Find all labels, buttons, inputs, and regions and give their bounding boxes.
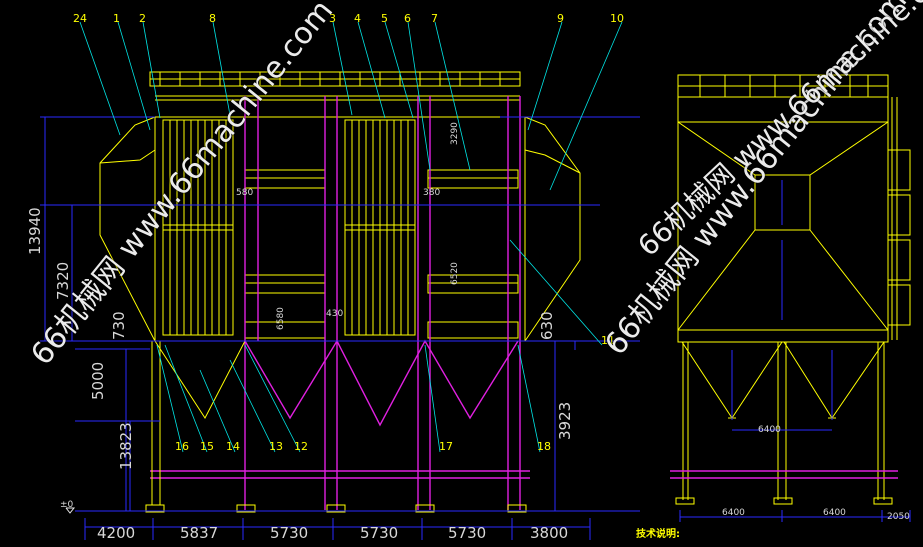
dim-6580: 6580 [276, 307, 286, 330]
dim-5730-b: 5730 [360, 524, 398, 542]
dim-3290: 3290 [450, 122, 460, 145]
dim-630: 630 [538, 311, 556, 340]
part-label-4: 4 [354, 12, 361, 25]
dim-3923: 3923 [556, 402, 574, 440]
dim-6520: 6520 [450, 262, 460, 285]
part-label-15: 15 [200, 440, 214, 453]
dim-13940: 13940 [26, 207, 44, 255]
dim-580: 580 [236, 188, 253, 198]
front-view: 24 1 2 8 3 4 5 6 7 9 10 11 16 15 14 13 1… [26, 12, 640, 542]
ground-level-mark: ±0 [60, 500, 74, 510]
technical-notes-title: 技术说明: [636, 527, 680, 540]
dim-5730-a: 5730 [270, 524, 308, 542]
part-label-6: 6 [404, 12, 411, 25]
dim-side-6400-a: 6400 [722, 508, 745, 518]
dim-side-6400-hopper: 6400 [758, 425, 781, 435]
part-label-5: 5 [381, 12, 388, 25]
part-label-18: 18 [537, 440, 551, 453]
part-label-8: 8 [209, 12, 216, 25]
part-label-2: 2 [139, 12, 146, 25]
dim-7320: 7320 [54, 262, 72, 300]
part-label-11: 11 [601, 334, 615, 347]
part-label-24: 24 [73, 12, 87, 25]
part-label-7: 7 [431, 12, 438, 25]
dim-380: 380 [423, 188, 440, 198]
part-label-17: 17 [439, 440, 453, 453]
dim-13823: 13823 [117, 422, 135, 470]
part-label-10: 10 [610, 12, 624, 25]
part-label-1: 1 [113, 12, 120, 25]
dim-3800: 3800 [530, 524, 568, 542]
dim-5730-c: 5730 [448, 524, 486, 542]
dim-side-2050: 2050 [887, 512, 910, 522]
part-label-3: 3 [329, 12, 336, 25]
dim-430: 430 [326, 309, 343, 319]
part-label-14: 14 [226, 440, 240, 453]
dim-730: 730 [110, 311, 128, 340]
part-label-9: 9 [557, 12, 564, 25]
dim-5000: 5000 [89, 362, 107, 400]
part-label-12: 12 [294, 440, 308, 453]
dim-4200: 4200 [97, 524, 135, 542]
dim-5837: 5837 [180, 524, 218, 542]
side-view: 6400 6400 6400 2050 [670, 74, 911, 522]
dim-side-6400-b: 6400 [823, 508, 846, 518]
part-label-13: 13 [269, 440, 283, 453]
part-label-16: 16 [175, 440, 189, 453]
